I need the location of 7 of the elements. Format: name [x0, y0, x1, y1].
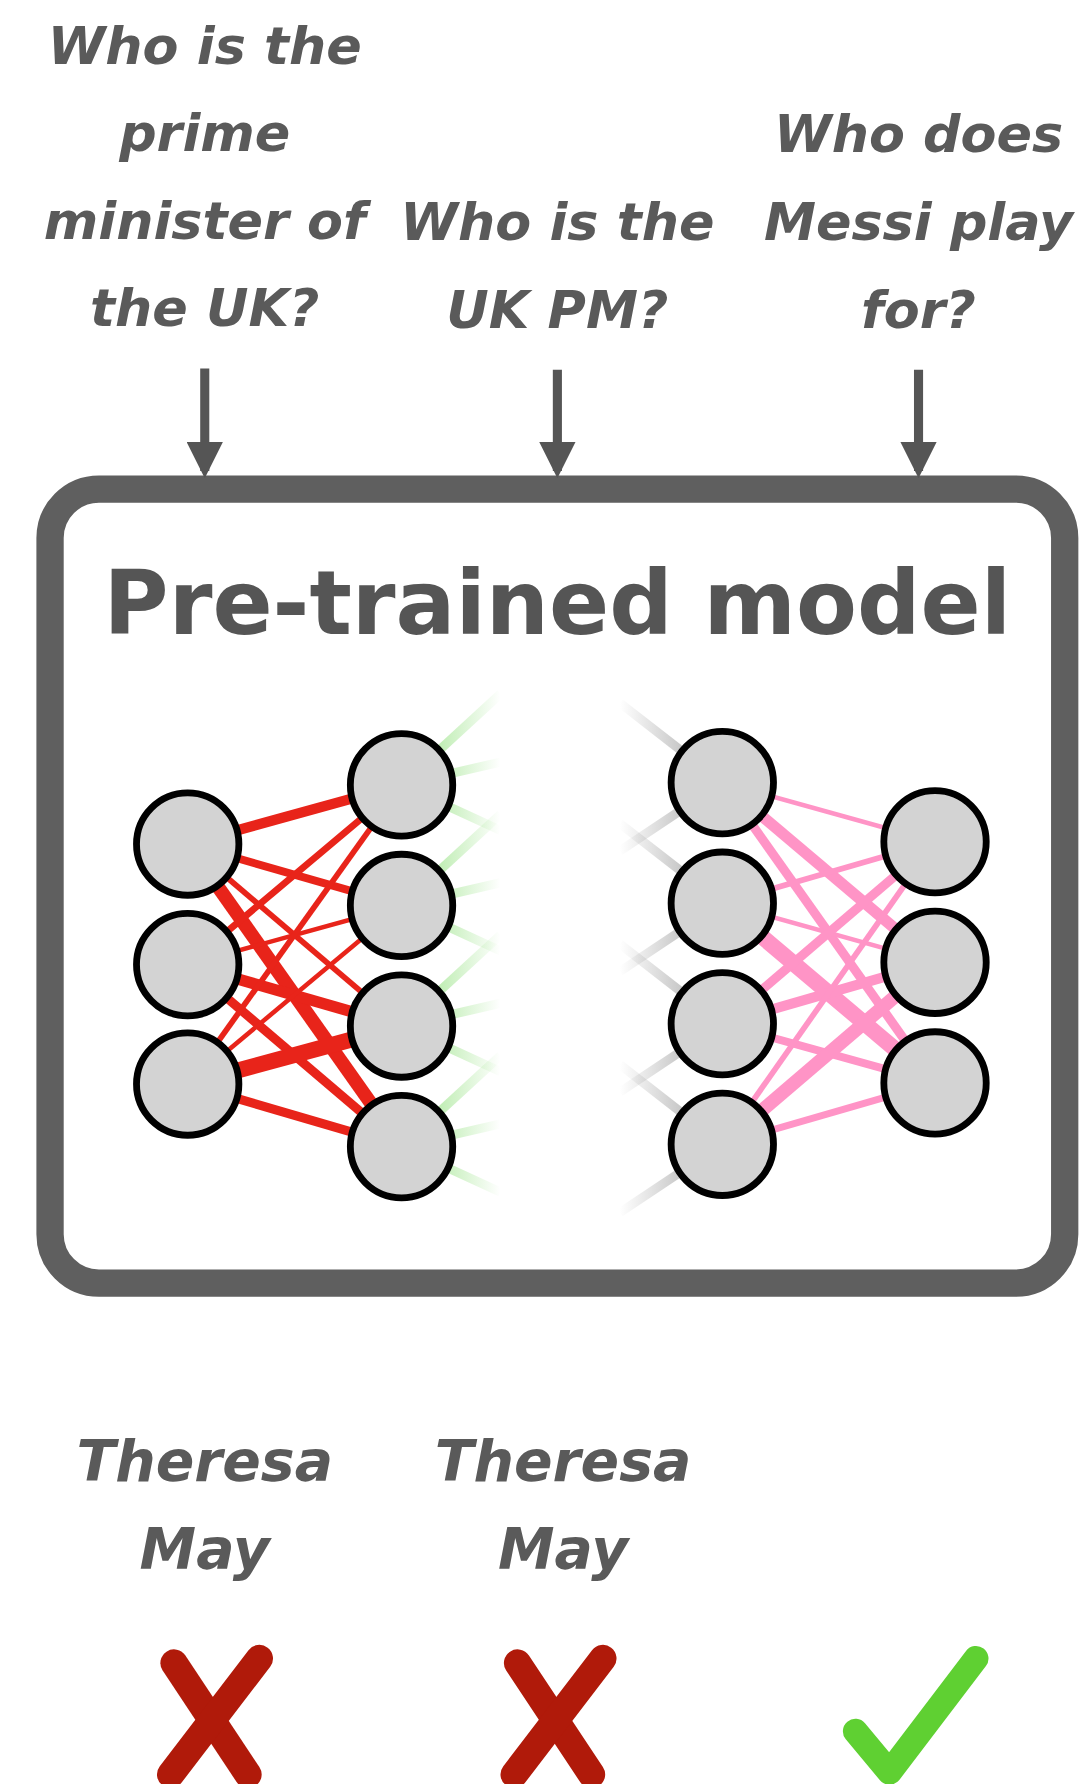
- arrow: [900, 369, 937, 479]
- question-text: Who does Messi play for?: [745, 91, 1092, 354]
- arrow: [186, 368, 223, 479]
- arrow: [539, 369, 576, 479]
- answer-text: Theresa May: [75, 1427, 335, 1585]
- model-title: Pre-trained model: [102, 550, 1013, 657]
- answer-text: Theresa May: [433, 1427, 693, 1585]
